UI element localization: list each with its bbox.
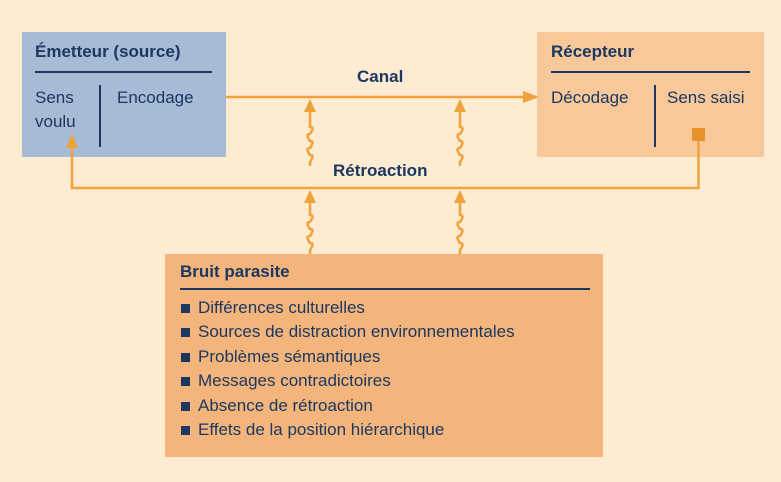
noise-item-text: Problèmes sémantiques [198,346,381,366]
wavy-arrowhead-icon [304,190,316,203]
receiver-title-rule [551,71,750,73]
noise-item-text: Différences culturelles [198,298,365,317]
wavy-arrow-line [306,111,314,166]
noise-item-text: Sources de distraction environnementales [198,322,515,342]
noise-item-text: Absence de rétroaction [198,395,373,415]
square-bullet-icon [181,401,190,411]
noise-list-item: Différences culturelles [181,296,515,320]
sender-box [22,32,226,157]
receiver-perceived-meaning: Sens saisi [667,88,745,107]
sender-intended-meaning: Sens voulu [35,88,76,131]
noise-list-item: Problèmes sémantiques [181,345,515,369]
wavy-arrowhead-icon [454,190,466,203]
noise-list-item: Effets de la position hiérarchique [181,418,515,442]
channel-arrow [226,91,539,103]
feedback-label: Rétroaction [333,161,428,180]
sender-title-rule [35,71,212,73]
wavy-arrow-line [456,111,464,166]
noise-item-text: Effets de la position hiérarchique [198,419,445,439]
receiver-title: Récepteur [551,42,635,61]
noise-list-item: Messages contradictoires [181,369,515,393]
wavy-arrow-line [456,202,464,254]
noise-title-rule [180,288,590,290]
sender-divider [99,85,101,147]
square-bullet-icon [181,328,190,338]
sender-encoding: Encodage [117,88,194,107]
noise-box [165,254,603,457]
channel-label: Canal [357,67,404,86]
wavy-arrow-line [306,202,314,254]
square-bullet-icon [181,425,190,435]
wavy-arrowhead-icon [304,99,316,112]
receiver-divider [654,85,656,147]
receiver-box [537,32,764,157]
noise-list-item: Absence de rétroaction [181,394,515,418]
square-bullet-icon [181,352,190,362]
sender-title: Émetteur (source) [35,42,181,61]
noise-title: Bruit parasite [180,262,290,281]
receiver-decoding: Décodage [551,88,629,107]
noise-list-item: Sources de distraction environnementales [181,320,515,344]
noise-list: Différences culturelles Sources de distr… [181,296,515,442]
square-bullet-icon [181,377,190,387]
square-bullet-icon [181,304,190,313]
noise-item-text: Messages contradictoires [198,371,391,391]
wavy-arrowhead-icon [454,99,466,112]
